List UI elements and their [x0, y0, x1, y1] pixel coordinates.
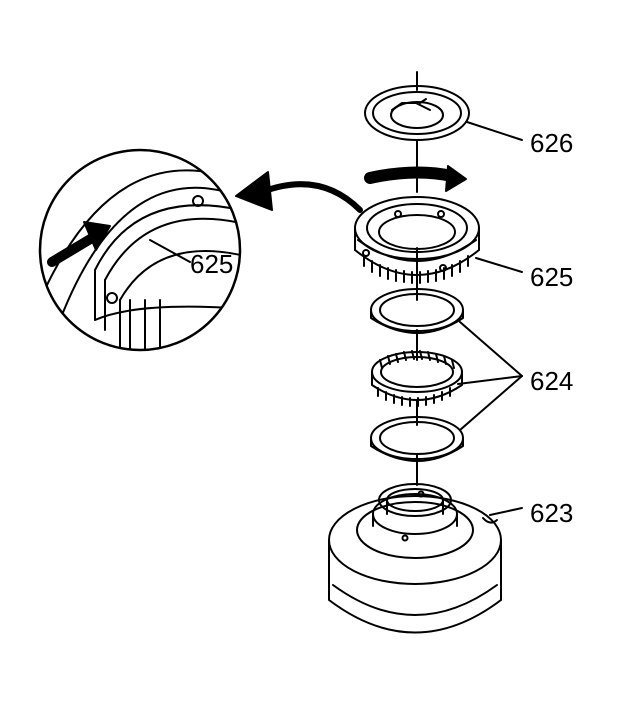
callout-624: 624 — [530, 366, 574, 396]
leader-626 — [466, 121, 523, 141]
rotation-arrow-head — [445, 165, 467, 192]
callout-626: 626 — [530, 128, 574, 158]
leader-623 — [489, 507, 523, 516]
detail-pointer-arrow-head — [235, 171, 273, 211]
part-624-bearing — [371, 350, 463, 407]
callout-detail-625: 625 — [190, 249, 234, 279]
leader-624-b — [457, 375, 523, 385]
callout-625: 625 — [530, 262, 574, 292]
rotation-arrow — [364, 166, 458, 184]
part-624-lower-race — [370, 416, 464, 462]
part-624-upper-race — [370, 288, 464, 334]
leader-625 — [475, 257, 523, 273]
part-623-housing — [328, 483, 502, 634]
leader-624-c — [459, 375, 523, 431]
detail-pointer-arrow — [259, 181, 363, 213]
detail-inset-arrow — [47, 233, 97, 267]
part-626-ring — [364, 85, 470, 141]
callout-623: 623 — [530, 498, 574, 528]
leader-624-a — [459, 321, 523, 377]
detail-inset-arrow-head — [83, 221, 111, 251]
part-625-ring — [354, 196, 480, 284]
